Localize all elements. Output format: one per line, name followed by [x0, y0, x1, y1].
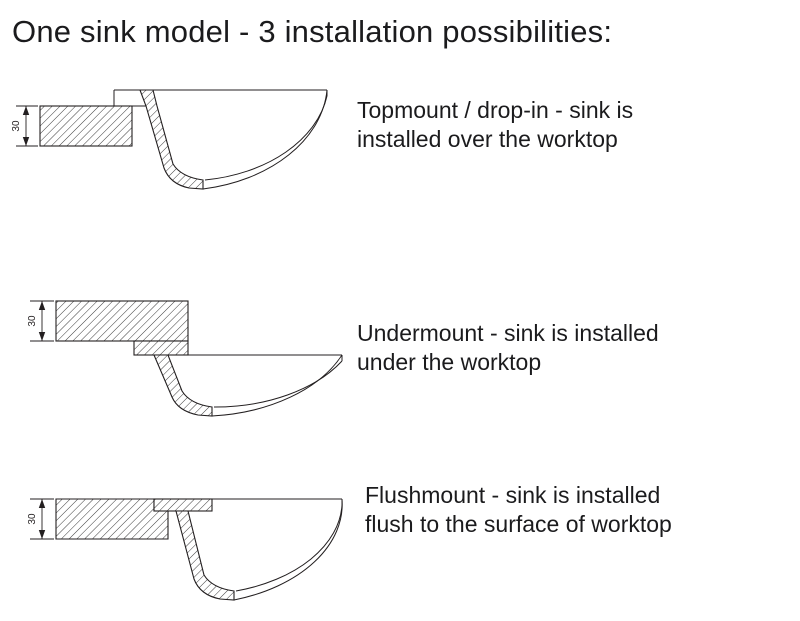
sink-wall-cross-section	[153, 354, 213, 417]
undermount-drawing: 30	[12, 277, 357, 437]
dimension-label: 30	[27, 315, 38, 327]
flushmount-drawing: 30	[12, 479, 357, 621]
bowl-inner-arc	[235, 504, 343, 592]
bowl-inner-arc	[204, 95, 328, 181]
dimension-30: 30	[27, 498, 54, 540]
topmount-section-svg: 30	[11, 89, 328, 190]
bowl-outer-arc	[211, 354, 343, 417]
dimension-30: 30	[11, 105, 38, 147]
dimension-30: 30	[27, 300, 54, 342]
arrowhead-down-icon	[38, 332, 46, 341]
arrowhead-up-icon	[22, 106, 30, 115]
arrowhead-down-icon	[22, 137, 30, 146]
dimension-label: 30	[12, 120, 22, 132]
dimension-label: 30	[27, 513, 38, 525]
arrowhead-up-icon	[38, 301, 46, 310]
worktop-cross-section	[55, 300, 189, 342]
worktop-cross-section	[55, 498, 169, 540]
arrowhead-down-icon	[38, 530, 46, 539]
row-topmount: 30 Topmount / drop-in - sink is installe…	[11, 76, 792, 233]
flushmount-description: Flushmount - sink is installed flush to …	[365, 482, 672, 537]
row-flushmount: 30 Flushmount - sink is installed flush …	[12, 479, 792, 621]
flushmount-section-svg: 30	[27, 498, 343, 601]
page-title: One sink model - 3 installation possibil…	[12, 14, 613, 49]
topmount-description: Topmount / drop-in - sink is installed o…	[357, 97, 634, 152]
sink-wall-cross-section	[139, 89, 204, 190]
sink-flange-cross-section	[153, 498, 213, 512]
sink-flange-cross-section	[133, 340, 189, 356]
undermount-section-svg: 30	[27, 300, 343, 417]
bowl-inner-arc	[213, 360, 343, 408]
topmount-drawing: 30	[11, 76, 357, 233]
worktop-cross-section	[39, 105, 133, 147]
arrowhead-up-icon	[38, 499, 46, 508]
sink-wall-cross-section	[175, 510, 235, 601]
bowl-outer-arc	[233, 498, 343, 601]
bowl-outer-arc	[202, 89, 328, 190]
row-undermount: 30 Undermount - sink is installed under …	[12, 277, 792, 437]
undermount-description: Undermount - sink is installed under the…	[357, 320, 659, 375]
